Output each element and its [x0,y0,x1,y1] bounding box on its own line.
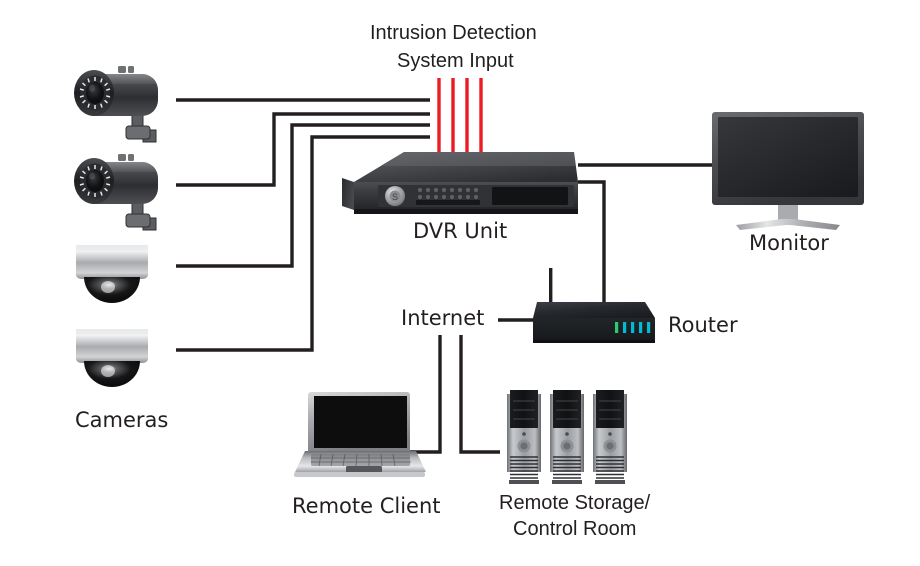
laptop [294,392,426,477]
cable-camera4-dvr [176,135,430,352]
laptop-front-edge [294,472,425,477]
cable-internet-servers [459,335,500,454]
server-status-led [608,432,612,436]
router-antenna [549,268,553,304]
camera-ir-leds [79,165,111,197]
router-base-edge [533,340,655,343]
router-label: Router [668,313,738,337]
dvr-dial-glyph: S [392,192,398,202]
camera-antenna-nub [128,154,134,161]
intrusion-label-line2: System Input [397,50,514,72]
server-vents [553,456,581,479]
dome-camera-1 [76,245,148,303]
cable-camera3-dvr [176,123,430,268]
router-led [647,322,651,333]
dvr-base-shadow [354,209,578,214]
server-tower-1 [507,390,541,484]
router-front [533,318,655,342]
server-vents [596,456,624,479]
dvr-top-sheen [382,152,576,166]
intrusion-signal-bars [437,78,483,152]
cable-camera2-dvr [176,112,430,187]
dvr-unit: S [342,152,578,214]
monitor-stand-neck [778,205,798,221]
router [533,268,655,343]
intrusion-label-line1: Intrusion Detection [370,22,537,44]
server-status-led [565,432,569,436]
camera-antenna-nub [118,154,126,161]
server-foot [509,480,539,484]
dvr-label: DVR Unit [413,219,508,243]
server-power-inner [520,442,528,450]
server-vents [510,456,538,479]
server-power-inner [606,442,614,450]
laptop-screen [314,396,407,448]
camera-lens-glint [89,172,95,180]
dome-base-top-edge [76,329,148,333]
camera-lens-glint [89,84,95,92]
server-drive-bay [553,390,581,428]
server-bay-lines [513,400,535,420]
router-led [615,322,619,333]
cameras-label: Cameras [75,408,169,432]
dome-camera-2 [76,329,148,387]
server-bay-lines [599,400,621,420]
camera-lens-glass [86,170,104,192]
monitor-label: Monitor [749,231,829,255]
dome-base-top-edge [76,245,148,249]
internet-label: Internet [401,306,485,330]
router-led [639,322,643,333]
server-bay-lines [556,400,578,420]
dome-glass-highlight [101,281,115,293]
dvr-left-side [342,178,354,210]
dvr-jog-dial-inner [389,190,401,202]
cable-dvr-router [578,180,606,322]
monitor [712,112,864,230]
dome-camera-base [76,245,148,279]
dvr-display-window [492,187,568,205]
dvr-top-panel [354,152,578,182]
server-drive-bay [510,390,538,428]
server-status-led [522,432,526,436]
router-status-leds [615,322,651,333]
bullet-camera-1 [74,66,158,143]
router-led [623,322,627,333]
dome-glass-highlight [101,365,115,377]
camera-antenna-nub [118,66,126,73]
server-drive-bay [596,390,624,428]
camera-ir-leds [79,77,111,109]
remote-storage-label-line1: Remote Storage/ [499,492,651,514]
server-tower-3 [593,390,627,484]
remote-client-label: Remote Client [292,494,441,518]
camera-lens-glass [86,82,104,104]
router-top [533,302,655,318]
dome-camera-base [76,329,148,363]
monitor-stand-base [736,219,840,230]
server-foot [595,480,625,484]
router-led [631,322,635,333]
cable-layer [176,98,716,454]
server-tower-2 [550,390,584,484]
laptop-keys [311,453,411,467]
camera-antenna-nub [128,66,134,73]
monitor-screen [718,117,858,197]
dvr-button-grid [417,187,479,200]
laptop-keyboard [311,454,410,466]
remote-storage-label-line2: Control Room [513,518,637,540]
server-foot [552,480,582,484]
bullet-camera-2 [74,154,158,231]
server-power-inner [563,442,571,450]
dvr-disc-slot [416,200,480,205]
